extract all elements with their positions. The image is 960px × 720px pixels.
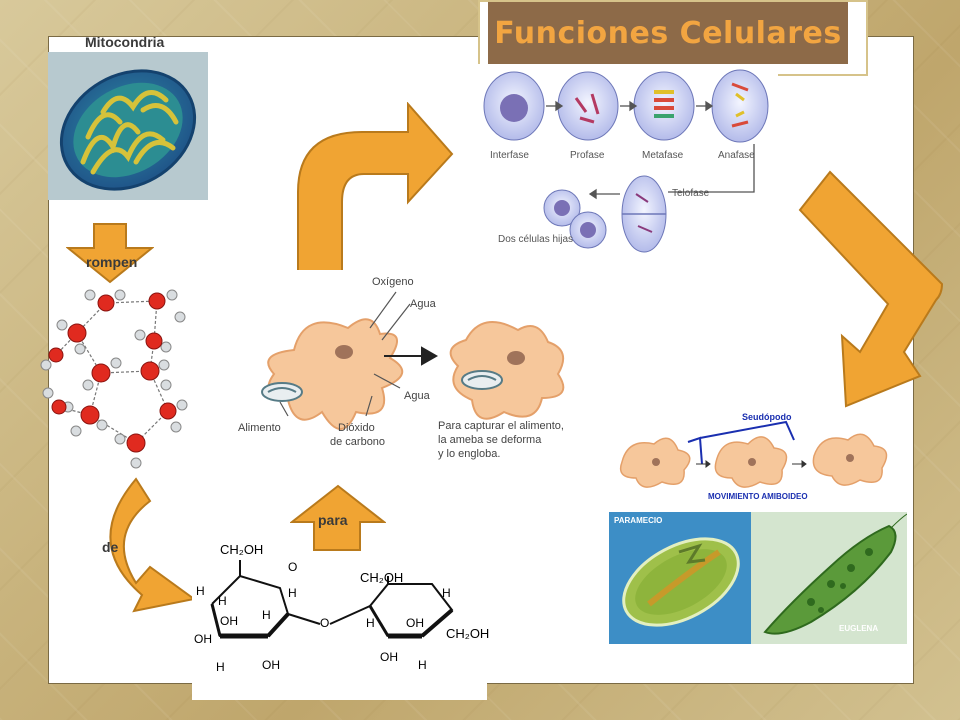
ameboid-movement-diagram: Seudópodo MOVIMIENTO AMIBOIDEO [612, 412, 908, 504]
sugar-o-1: O [288, 560, 298, 574]
sugar-h-6: H [366, 616, 375, 630]
phase-label-anafase: Anafase [718, 150, 755, 161]
sugar-h-4: H [288, 586, 297, 600]
paramecio-label: PARAMECIO [614, 516, 663, 525]
sugar-h-7: H [442, 586, 451, 600]
water-molecules-diagram [40, 289, 188, 469]
euglena-label: EUGLENA [839, 624, 879, 633]
up-arrow [290, 484, 386, 551]
sugar-h-8: H [418, 658, 427, 672]
phase-label-profase: Profase [570, 150, 605, 161]
sugar-ch2oh-3: CH₂OH [446, 626, 490, 641]
mitochondria-image [48, 52, 208, 200]
sugar-oh-4: OH [406, 616, 424, 630]
sugar-oh-2: OH [194, 632, 212, 646]
sugar-ch2oh-2: CH₂OH [360, 570, 404, 585]
rompen-label: rompen [86, 254, 138, 270]
bent-arrow-up-right [297, 102, 454, 279]
ameba-label-agua-bottom: Agua [404, 390, 430, 402]
ameba-label-dioxido-2: de carbono [330, 436, 386, 448]
sugar-h-3: H [262, 608, 271, 622]
sugar-oh-3: OH [262, 658, 280, 672]
phase-label-daughters: Dos células hijas [498, 234, 574, 245]
bent-arrow-down-left [798, 170, 944, 408]
sugar-h-1: H [196, 584, 205, 598]
euglena-image: EUGLENA [751, 512, 907, 644]
ameba-phagocytosis-diagram: Oxígeno Agua Agua Alimento Dióxido de ca… [232, 270, 582, 470]
para-label: para [318, 512, 348, 528]
title-banner: Funciones Celulares [488, 2, 848, 64]
sugar-h-2: H [218, 594, 227, 608]
ameba-label-alimento: Alimento [238, 422, 281, 434]
paramecio-image: PARAMECIO [609, 512, 751, 644]
movimiento-caption: MOVIMIENTO AMIBOIDEO [708, 492, 808, 501]
curved-arrow-de [109, 477, 197, 613]
phase-label-telofase: Telofase [672, 188, 710, 199]
ameba-caption-3: y lo engloba. [438, 448, 501, 460]
sugar-o-2: O [320, 616, 330, 630]
sugar-oh-5: OH [380, 650, 398, 664]
sugar-ch2oh-1: CH₂OH [220, 542, 264, 557]
seudopodo-label: Seudópodo [742, 412, 792, 422]
down-arrow [66, 223, 154, 284]
ameba-label-agua-top: Agua [410, 298, 436, 310]
phase-label-interfase: Interfase [490, 150, 529, 161]
ameba-caption-1: Para capturar el alimento, [438, 420, 564, 432]
sugar-oh-1: OH [220, 614, 238, 628]
de-label: de [102, 539, 119, 555]
sucrose-structure: CH₂OH H H OH OH H H O O H OH CH₂OH H OH … [192, 532, 490, 700]
ameba-label-oxigeno: Oxígeno [372, 276, 414, 288]
sugar-h-5: H [216, 660, 225, 674]
ameba-caption-2: la ameba se deforma [438, 434, 542, 446]
phase-label-metafase: Metafase [642, 150, 684, 161]
slide-title: Funciones Celulares [494, 15, 842, 51]
mitocondria-label: Mitocondria [85, 34, 165, 50]
ameba-label-dioxido-1: Dióxido [338, 422, 375, 434]
mitosis-diagram: Interfase Profase Metafase Anafase Telof… [478, 64, 778, 264]
